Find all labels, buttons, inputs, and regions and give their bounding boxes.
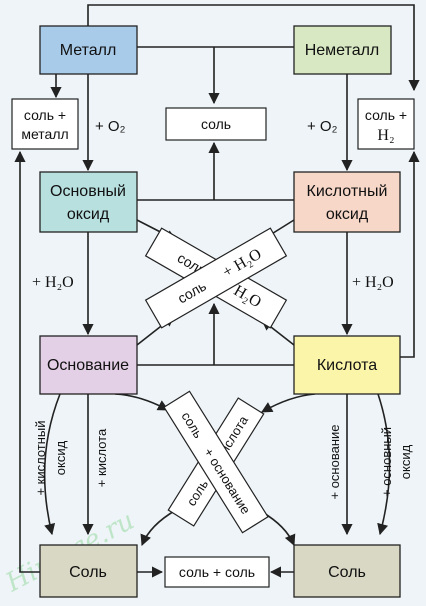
salt-right-box: Соль [293, 544, 401, 598]
nonmetal-box: Неметалл [293, 25, 392, 75]
plus-acidic-oxide-label-2: оксид [53, 440, 68, 475]
metal-to-salt-h2-arrow [87, 4, 420, 92]
acid-to-cross2-arrow [261, 393, 316, 413]
basic-oxide-label-2: оксид [67, 206, 110, 223]
metal-label: Металл [60, 42, 117, 59]
acid-to-salt-curve1 [377, 393, 391, 536]
cross2-to-left-salt-arrow [140, 509, 177, 547]
basic-oxide-box: Основный оксид [39, 171, 138, 233]
salt-salt-box: соль + соль [164, 556, 270, 588]
salt-left-box: Соль [39, 544, 138, 598]
acid-box: Кислота [293, 335, 401, 395]
salt-h2-box: соль + H₂ [357, 98, 415, 150]
top-salt-label: соль [201, 116, 231, 132]
h2o-right-label: + H₂O [352, 274, 394, 291]
salt-metal-box: соль + металл [11, 98, 79, 150]
plus-base-label: + основание [327, 424, 342, 499]
salt-metal-label-2: металл [21, 126, 68, 142]
acid-to-salt-h2-arrow [400, 150, 420, 358]
salt-metal-label-1: соль + [24, 107, 66, 123]
plus-acid-label: + кислота [94, 428, 109, 487]
base-to-cross2-arrow [114, 393, 169, 411]
plus-acidic-oxide-label-1: + кислотный [33, 420, 48, 495]
metal-box: Металл [39, 25, 138, 75]
salt-to-salt-metal-arrow [14, 150, 40, 573]
salt-h2-label-2: H₂ [377, 127, 394, 144]
basic-oxide-label-1: Основный [50, 183, 126, 200]
plus-basic-oxide-label-2: оксид [398, 444, 413, 479]
cross-upper: соль + H₂O соль + H₂O [144, 227, 288, 329]
base-box: Основание [39, 335, 138, 395]
salt-right-label: Соль [328, 564, 366, 581]
base-label: Основание [47, 357, 129, 374]
connectors [14, 4, 420, 578]
base-to-salt-curve1 [43, 393, 61, 536]
plus-basic-oxide-label-1: + основный [379, 427, 394, 497]
cross-lower: соль + кислота соль + основание [163, 390, 269, 534]
salt-left-label: Соль [69, 564, 107, 581]
acidic-oxide-label-1: Кислотный [307, 183, 388, 200]
salt-salt-label: соль + соль [179, 564, 255, 580]
acid-label: Кислота [317, 357, 377, 374]
salt-h2-label-1: соль + [365, 107, 407, 123]
o2-left-label: + O₂ [95, 118, 126, 135]
cross-lower-bar-a: соль + основание [163, 390, 269, 534]
nonmetal-label: Неметалл [305, 42, 380, 59]
h2o-left-label: + H₂O [32, 274, 74, 291]
acidic-oxide-box: Кислотный оксид [293, 171, 401, 233]
acidic-oxide-label-2: оксид [326, 206, 369, 223]
o2-right-label: + O₂ [307, 118, 338, 135]
top-salt-box: соль [165, 107, 267, 141]
